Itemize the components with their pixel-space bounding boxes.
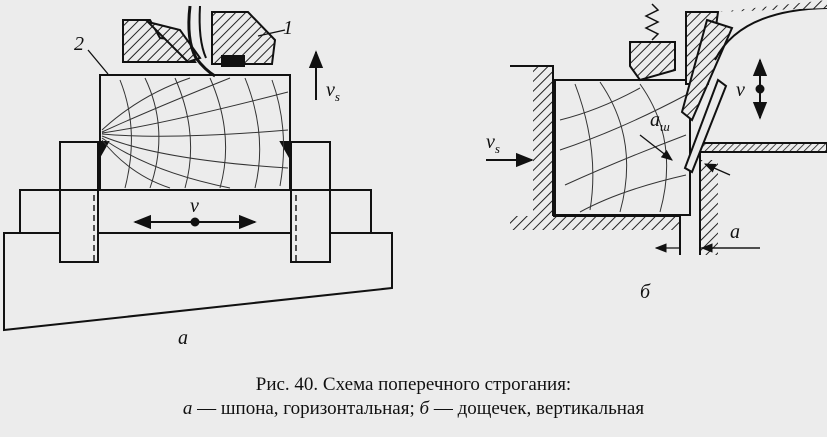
chip-thickness-label: aш xyxy=(650,109,670,134)
spring xyxy=(644,3,660,41)
planing-knife xyxy=(144,20,202,64)
vertical-knife xyxy=(680,18,734,122)
cutting-speed-label-b: v xyxy=(736,79,745,101)
left-clamp xyxy=(59,141,99,263)
drum xyxy=(714,7,827,61)
figure-caption-legend: а — шпона, горизонтальная; б — дощечек, … xyxy=(182,398,645,419)
gap-label: a xyxy=(730,221,740,243)
chip xyxy=(683,78,728,174)
part-1-label: 1 xyxy=(283,17,293,39)
cutting-speed-label-a: v xyxy=(190,195,199,217)
panel-a xyxy=(3,5,393,332)
panel-b-label: б xyxy=(640,281,651,303)
figure-caption-title: Рис. 40. Схема поперечного строгания: xyxy=(255,374,572,395)
workpiece-stack xyxy=(554,79,691,216)
clamp-pad xyxy=(629,41,676,82)
right-clamp xyxy=(290,141,331,263)
panel-b xyxy=(486,0,827,255)
knife-block xyxy=(211,11,277,65)
feed-speed-label-a: vs xyxy=(326,79,340,104)
feed-speed-label-b: vs xyxy=(486,131,500,156)
part-2-label: 2 xyxy=(74,33,84,55)
panel-a-label: а xyxy=(178,327,188,349)
veneer-sheet xyxy=(187,5,216,78)
